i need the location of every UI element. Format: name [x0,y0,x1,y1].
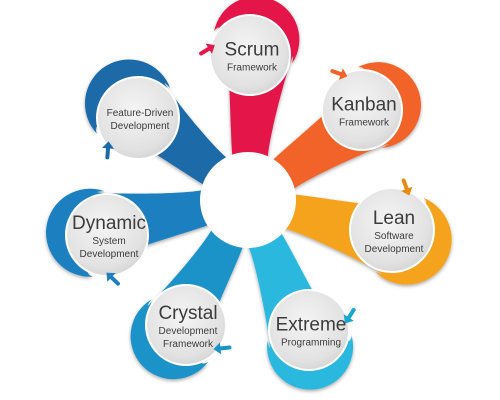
center-layer [200,152,296,248]
node-label-extreme-1: Programming [281,338,341,349]
arrow-icon-kanban [338,68,348,80]
node-label-crystal-2: Framework [163,339,214,350]
arrow-icon-dynamic [106,272,116,282]
node-circle-extreme [268,289,350,371]
node-label-dynamic-1: System [92,236,125,247]
node-label-crystal-0: Crystal [158,303,217,324]
node-label-kanban-1: Framework [339,118,390,129]
arrow-icon-fdd [102,141,115,149]
node-label-crystal-1: Development [159,326,218,337]
node-label-fdd-0: Feature-Driven [107,108,174,119]
node-circle-lean [349,187,435,273]
arrow-icon-lean [401,186,413,196]
node-label-lean-1: Software [374,231,414,242]
node-label-lean-2: Development [365,244,424,255]
node-label-dynamic-0: Dynamic [72,213,146,234]
node-label-scrum-1: Framework [227,63,278,74]
node-label-dynamic-2: Development [80,249,139,260]
node-label-kanban-0: Kanban [331,95,397,116]
nodes-layer: ScrumFrameworkKanbanFrameworkLeanSoftwar… [65,14,435,371]
node-circle-dynamic [65,193,149,277]
center-hub [200,152,296,248]
node-label-scrum-0: Scrum [225,40,280,61]
node-label-fdd-1: Development [111,121,170,132]
arrow-icon-scrum [205,43,215,54]
node-circle-kanban [321,69,403,151]
arrow-icon-extreme [343,314,354,324]
node-circle-crystal [145,284,227,366]
node-label-extreme-0: Extreme [276,315,347,336]
node-label-lean-0: Lean [373,208,415,229]
node-circle-scrum [209,14,291,96]
arrow-icon-crystal [213,342,222,355]
node-circle-fdd [96,76,180,160]
